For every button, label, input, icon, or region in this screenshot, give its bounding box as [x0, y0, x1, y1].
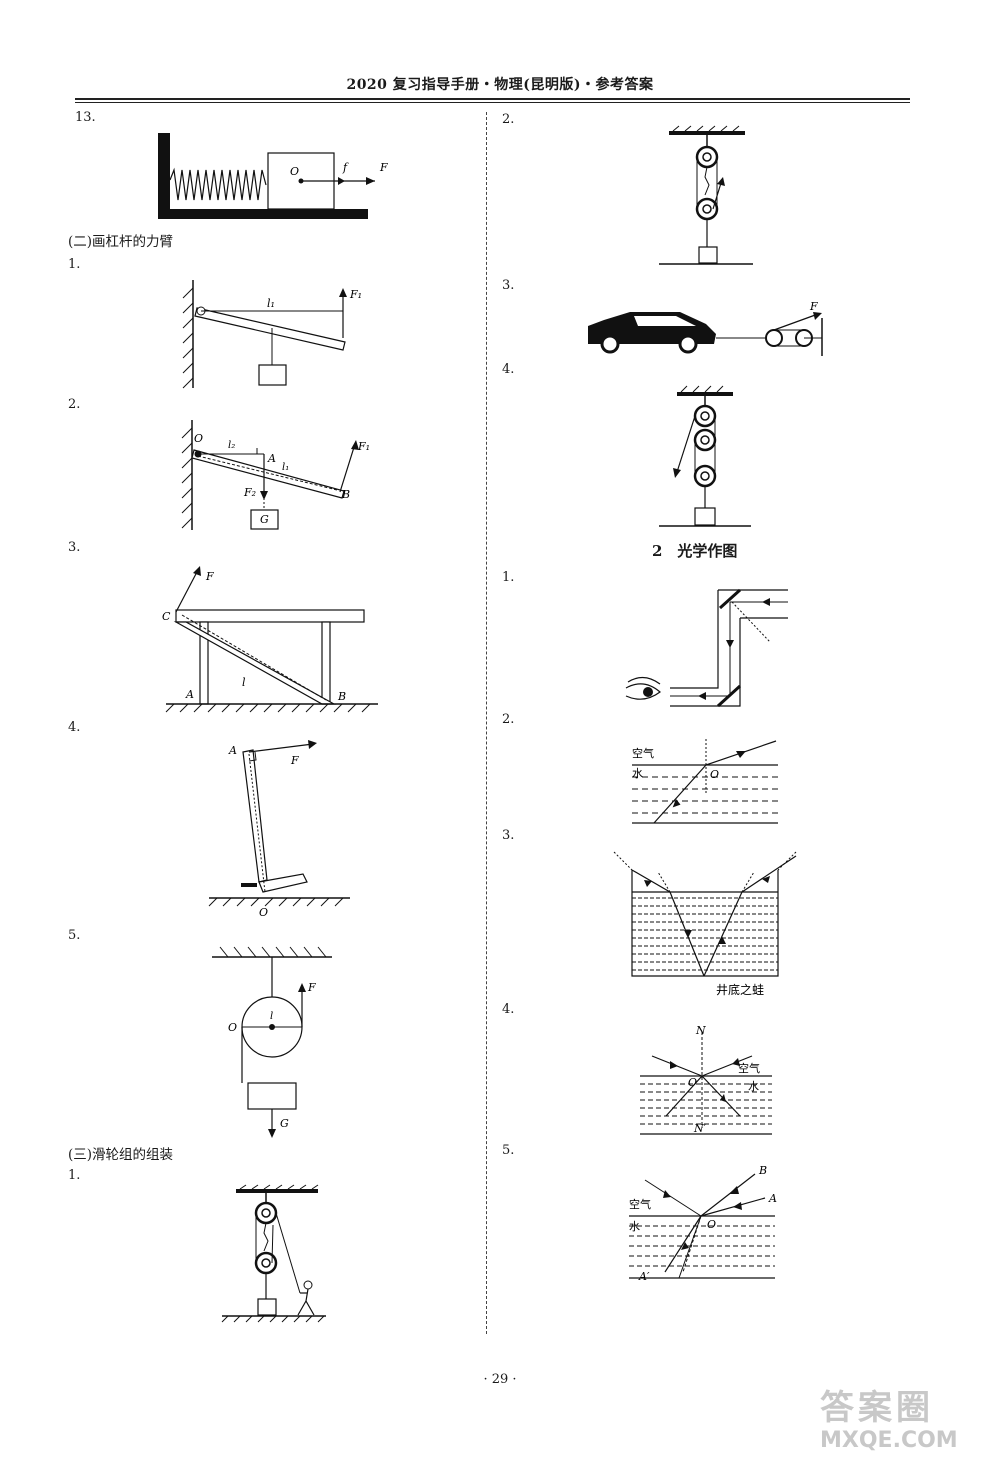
figure-lever-1: l₁ F₁: [182, 280, 362, 389]
figure-lever-4-crowbar: A F O: [208, 740, 350, 919]
label-f: f: [342, 161, 349, 174]
figure-optics-2-refraction: 空气 水 O: [632, 739, 778, 824]
section-pulley-title: (三)滑轮组的组装: [68, 1147, 174, 1163]
label-l2: l₂: [228, 440, 235, 451]
figure-optics-3-well: 井底之蛙: [613, 851, 797, 997]
label-O-opt5: O: [707, 1218, 716, 1231]
label-F-lever4: F: [290, 754, 299, 767]
lever-item-2: 2.: [68, 397, 81, 412]
label-F2: F₂: [243, 486, 256, 499]
figure-lever-3-table: C F l A B: [162, 566, 378, 713]
label-O-lever5: O: [228, 1021, 237, 1034]
optics-item-1: 1.: [502, 570, 515, 585]
label-air-opt5: 空气: [629, 1197, 651, 1211]
label-A-lever2: A: [267, 452, 276, 465]
item-number-13: 13.: [75, 110, 96, 125]
label-frog: 井底之蛙: [716, 982, 764, 997]
optics-item-5: 5.: [502, 1143, 515, 1158]
lever-item-1: 1.: [68, 257, 81, 272]
figure-pulley-3-car: F: [588, 300, 823, 356]
label-G-lever5: G: [280, 1117, 289, 1130]
label-F-lever3: F: [205, 570, 214, 583]
label-B-opt5: B: [758, 1164, 767, 1177]
figure-pulley-4: [659, 385, 751, 527]
label-F1: F₁: [349, 288, 362, 301]
label-l1-lever2: l₁: [282, 462, 289, 473]
pulley-item-3: 3.: [502, 278, 515, 293]
figure-lever-5-pulley: O l F G: [212, 946, 332, 1138]
watermark-url: MXQE.COM: [820, 1428, 958, 1453]
section-lever-title: (二)画杠杆的力臂: [68, 234, 174, 250]
label-C: C: [162, 610, 171, 623]
label-F1-lever2: F₁: [357, 440, 370, 453]
label-O-lever4: O: [259, 906, 268, 919]
label-N: N: [695, 1024, 706, 1037]
label-water-opt2: 水: [632, 767, 643, 780]
page-number: · 29 ·: [483, 1372, 517, 1387]
figure-optics-5: B A O A′ 空气 水: [629, 1164, 777, 1283]
lever-item-3: 3.: [68, 540, 81, 555]
spring: [169, 167, 267, 201]
label-O: O: [290, 165, 299, 178]
pulley-item-1: 1.: [68, 1168, 81, 1183]
optics-item-3: 3.: [502, 828, 515, 843]
label-water-opt5: 水: [629, 1220, 640, 1233]
label-O-opt4: O: [688, 1076, 697, 1089]
label-air-opt4: 空气: [738, 1061, 760, 1075]
column-divider: [486, 112, 487, 1334]
figure-optics-1-periscope: [625, 588, 788, 708]
section-optics-title: 2 光学作图: [652, 542, 738, 560]
label-B-lever3: B: [337, 690, 346, 703]
page-header-title: 2020 复习指导手册・物理(昆明版)・参考答案: [346, 77, 654, 93]
label-F: F: [379, 161, 388, 174]
label-G-lever2: G: [260, 513, 269, 526]
figure-pulley-1: [221, 1184, 326, 1323]
label-l-lever5: l: [270, 1011, 273, 1022]
figure-lever-2: O l₂ A l₁ F₁ F₂ B G: [181, 420, 370, 530]
figure-spring-block: O f F: [158, 133, 388, 219]
label-l1: l₁: [267, 297, 275, 310]
label-water-opt4: 水: [748, 1080, 759, 1093]
label-air-opt2: 空气: [632, 746, 654, 760]
eye-icon: [625, 676, 661, 700]
optics-item-4: 4.: [502, 1002, 515, 1017]
label-F-pulley3: F: [809, 300, 818, 313]
lever-item-5: 5.: [68, 928, 81, 943]
pulley-item-2: 2.: [502, 112, 515, 127]
label-O-opt2: O: [710, 768, 719, 781]
floor: [158, 209, 368, 219]
label-Nprime: N′: [693, 1122, 707, 1135]
watermark-logo: 答案圈: [820, 1388, 934, 1428]
optics-item-2: 2.: [502, 712, 515, 727]
header-rule: [75, 98, 910, 100]
wall: [158, 133, 170, 218]
label-A-lever3: A: [185, 688, 194, 701]
label-l-lever3: l: [242, 676, 246, 689]
header-rule-thin: [75, 102, 910, 103]
figure-optics-4: N N′ O 空气 水: [640, 1024, 772, 1135]
label-B-lever2: B: [341, 488, 350, 501]
label-O-lever2: O: [194, 432, 203, 445]
pulley-item-4: 4.: [502, 362, 515, 377]
lever-item-4: 4.: [68, 720, 81, 735]
label-F-lever5: F: [307, 981, 316, 994]
label-A-lever4: A: [228, 744, 237, 757]
figure-pulley-2: [659, 125, 753, 265]
label-Aprime: A′: [638, 1270, 650, 1283]
label-A-opt5: A: [768, 1192, 777, 1205]
